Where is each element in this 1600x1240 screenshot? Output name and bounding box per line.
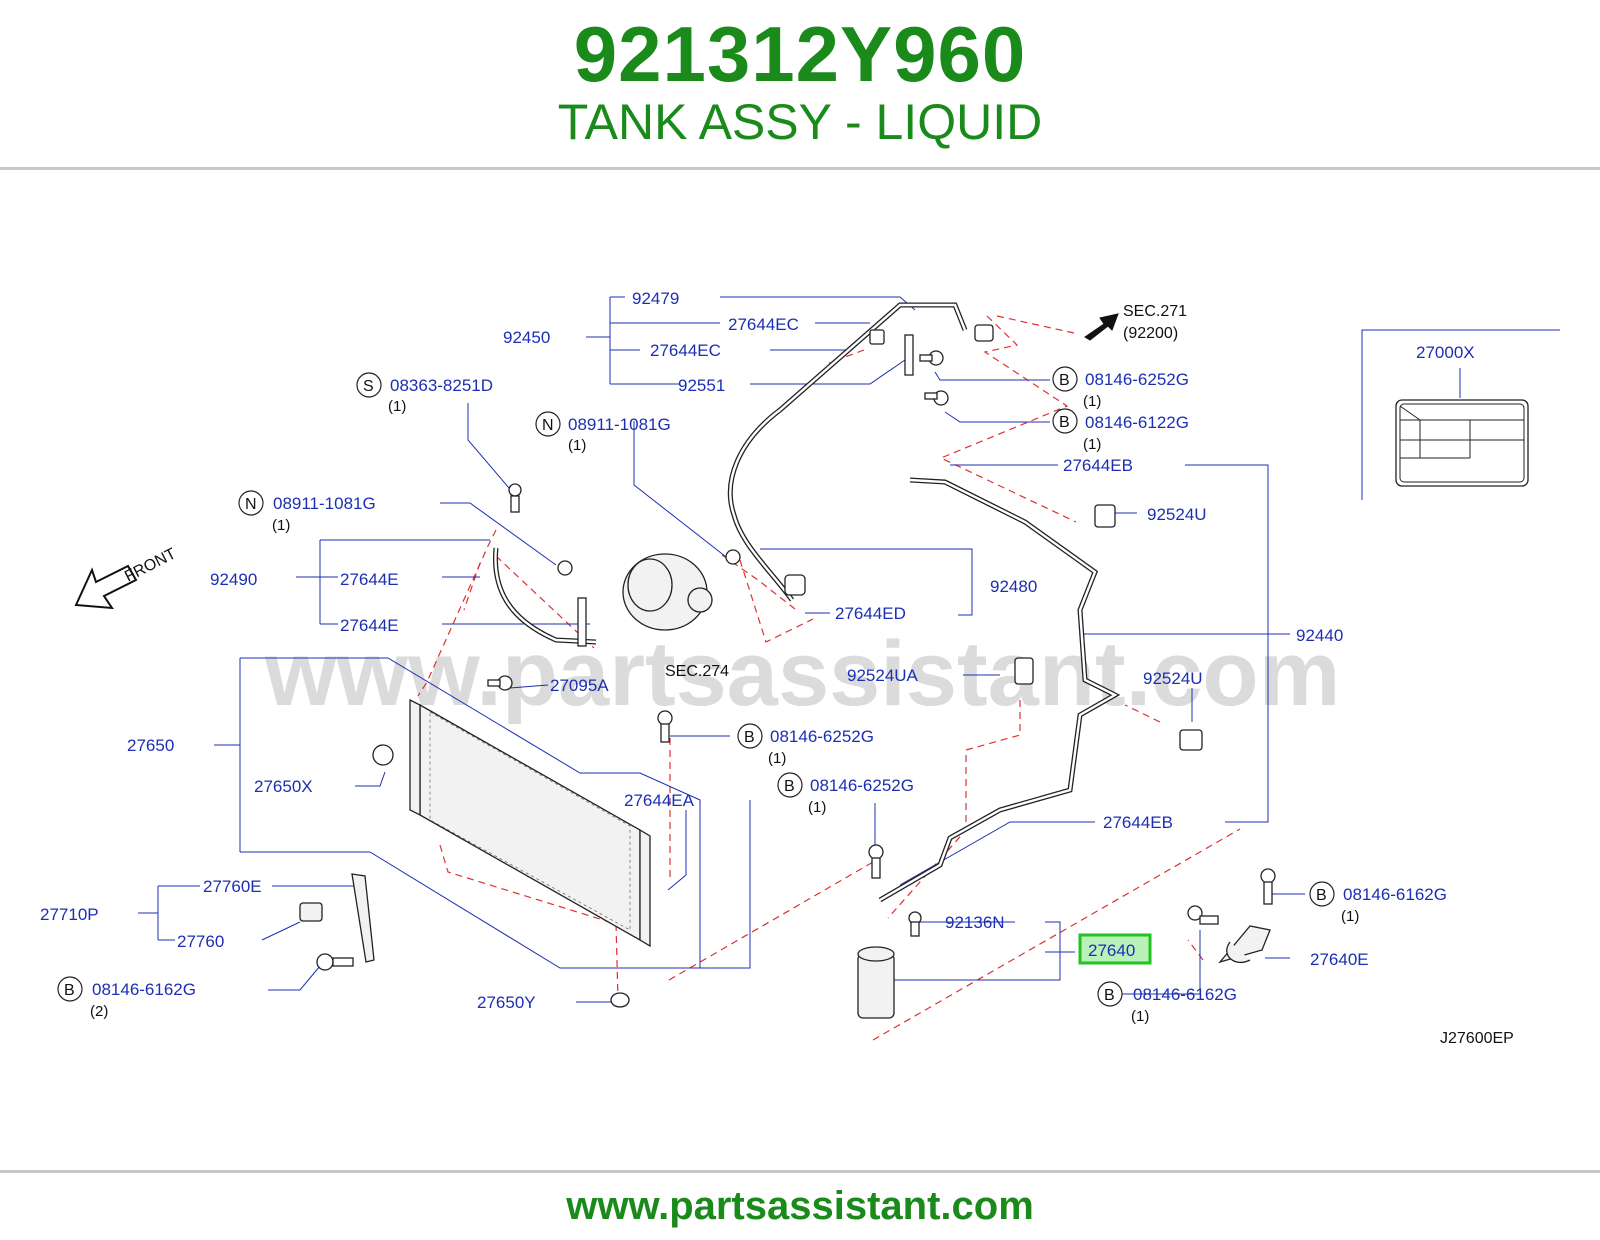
callout-92480[interactable]: 92480 (990, 577, 1037, 596)
callout-27644EC[interactable]: 27644EC (650, 341, 721, 360)
callout-qty: (1) (568, 437, 586, 454)
front-direction-arrow-icon (74, 564, 138, 610)
callout-27095A[interactable]: 27095A (550, 676, 609, 695)
callout-qty: (1) (272, 517, 290, 534)
callout-08911-1081G[interactable]: 08911-1081G (273, 494, 376, 513)
callout-qty: (1) (1131, 1008, 1149, 1025)
callout-27760E[interactable]: 27760E (203, 877, 262, 896)
page-header: 921312Y960 TANK ASSY - LIQUID (0, 0, 1600, 168)
exploded-parts-diagram: www.partsassistant.com (0, 170, 1600, 1170)
badge-letter-b: B (1316, 887, 1327, 904)
callout-qty: (1) (388, 398, 406, 415)
callout-92136N[interactable]: 92136N (945, 913, 1005, 932)
footer-website-url[interactable]: www.partsassistant.com (566, 1184, 1034, 1228)
callout-27710P[interactable]: 27710P (40, 905, 99, 924)
callout-27644EB[interactable]: 27644EB (1103, 813, 1173, 832)
sec274-label: SEC.274 (665, 663, 729, 680)
part-description: TANK ASSY - LIQUID (557, 94, 1043, 150)
callout-27644E[interactable]: 27644E (340, 616, 399, 635)
refrigerant-lines (492, 302, 1121, 903)
callout-08363-8251D[interactable]: 08363-8251D (390, 376, 493, 395)
badge-letter-b: B (744, 729, 755, 746)
sec271-ref-label: (92200) (1123, 325, 1178, 342)
compressor-sec274 (622, 553, 713, 631)
callout-27760[interactable]: 27760 (177, 932, 224, 951)
callout-92490[interactable]: 92490 (210, 570, 257, 589)
badge-circles (57, 366, 1335, 1007)
callout-92551[interactable]: 92551 (678, 376, 725, 395)
front-label: FRONT (122, 545, 179, 585)
sec271-arrow-icon (1084, 313, 1119, 341)
callout-08911-1081G[interactable]: 08911-1081G (568, 415, 671, 434)
highlight-box (1078, 933, 1152, 965)
badge-letter-b: B (784, 778, 795, 795)
badge-letter-b: B (1104, 987, 1115, 1004)
badge-letter-b: B (1059, 372, 1070, 389)
callout-qty: (1) (1341, 908, 1359, 925)
callout-92524U[interactable]: 92524U (1147, 505, 1207, 524)
callout-27644EC[interactable]: 27644EC (728, 315, 799, 334)
label-plate-27000X (1395, 399, 1529, 487)
callout-08146-6162G[interactable]: 08146-6162G (1343, 885, 1447, 904)
callout-08146-6252G[interactable]: 08146-6252G (770, 727, 874, 746)
small-fasteners (316, 324, 1276, 1008)
callout-08146-6252G[interactable]: 08146-6252G (810, 776, 914, 795)
callout-27640E[interactable]: 27640E (1310, 950, 1369, 969)
callout-92440[interactable]: 92440 (1296, 626, 1343, 645)
callout-92524U[interactable]: 92524U (1143, 669, 1203, 688)
callout-92479[interactable]: 92479 (632, 289, 679, 308)
callout-08146-6162G[interactable]: 08146-6162G (1133, 985, 1237, 1004)
callout-08146-6162G[interactable]: 08146-6162G (92, 980, 196, 999)
liquid-tank-27640 (857, 946, 895, 1019)
callout-qty: (1) (808, 799, 826, 816)
badge-letter-s: S (363, 378, 374, 395)
callout-qty: (1) (1083, 393, 1101, 410)
bracket-27640E (1218, 925, 1271, 964)
condenser-27650 (409, 698, 651, 948)
badge-letter-b: B (64, 982, 75, 999)
sec271-label: SEC.271 (1123, 303, 1187, 320)
callout-labels: 92479 27644EC 92450 27644EC 92551 08146-… (40, 289, 1475, 1025)
callout-qty: (1) (1083, 436, 1101, 453)
callout-08146-6252G[interactable]: 08146-6252G (1085, 370, 1189, 389)
badge-letter-b: B (1059, 414, 1070, 431)
watermark-text: www.partsassistant.com (264, 623, 1340, 725)
callout-92450[interactable]: 92450 (503, 328, 550, 347)
callout-08146-6122G[interactable]: 08146-6122G (1085, 413, 1189, 432)
callout-27644EA[interactable]: 27644EA (624, 791, 695, 810)
callout-27644E[interactable]: 27644E (340, 570, 399, 589)
callout-qty: (1) (768, 750, 786, 767)
footer-divider (0, 1170, 1600, 1173)
bracket-27710P (299, 873, 375, 963)
callout-27650Y[interactable]: 27650Y (477, 993, 536, 1012)
callout-27644ED[interactable]: 27644ED (835, 604, 906, 623)
callout-27644EB[interactable]: 27644EB (1063, 456, 1133, 475)
callout-27650[interactable]: 27650 (127, 736, 174, 755)
callout-27650X[interactable]: 27650X (254, 777, 313, 796)
callout-27000X[interactable]: 27000X (1416, 343, 1475, 362)
diagram-code: J27600EP (1440, 1030, 1514, 1047)
badge-letter-n: N (542, 417, 554, 434)
part-number-title: 921312Y960 (573, 10, 1027, 98)
callout-qty: (2) (90, 1003, 108, 1020)
callout-92524UA[interactable]: 92524UA (847, 666, 919, 685)
header-divider (0, 167, 1600, 170)
badge-letter-n: N (245, 496, 257, 513)
callout-27640-highlighted[interactable]: 27640 (1088, 941, 1135, 960)
diagram-canvas: www.partsassistant.com (40, 289, 1560, 1047)
